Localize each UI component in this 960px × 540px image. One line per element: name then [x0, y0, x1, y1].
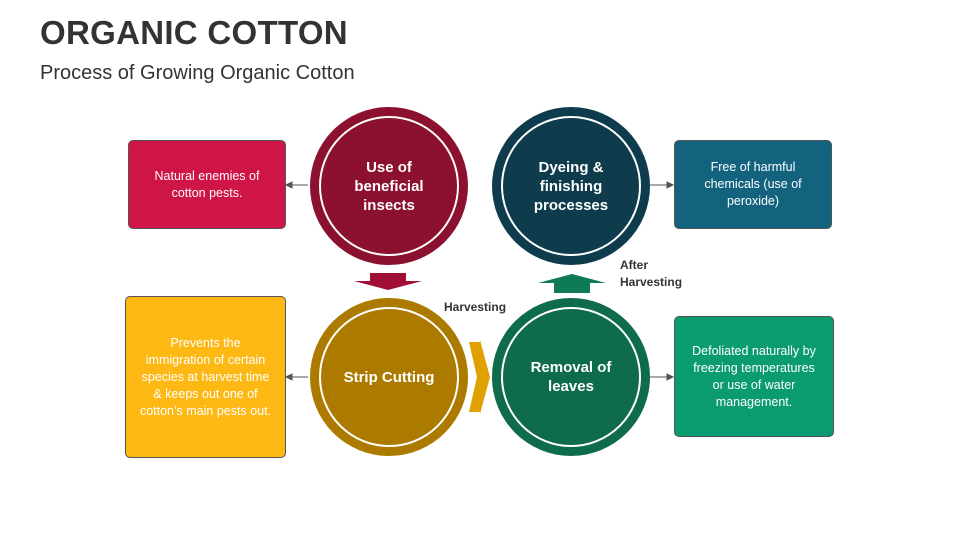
- strip-cutting-label: Strip Cutting: [343, 368, 435, 386]
- beneficial-insects-detail-box: Natural enemies of cotton pests.: [128, 140, 286, 229]
- arrowhead-dyeing: [666, 181, 675, 189]
- after-harvesting-label: After Harvesting: [620, 257, 682, 291]
- strip-cutting-circle: Strip Cutting: [310, 298, 468, 456]
- down-arrow: [354, 273, 422, 290]
- dyeing-detail: Free of harmful chemicals (use of peroxi…: [704, 160, 802, 208]
- harvesting-label: Harvesting: [444, 300, 507, 314]
- strip-cutting-detail: Prevents the immigration of certain spec…: [139, 335, 272, 418]
- arrowhead-beneficial: [284, 181, 293, 189]
- after-harvesting-line1: After: [620, 258, 649, 272]
- removal-circle: Removal of leaves: [492, 298, 650, 456]
- up-arrow: [538, 274, 606, 293]
- right-arrow: [469, 340, 490, 414]
- strip-cutting-detail-box: Prevents the immigration of certain spec…: [125, 296, 286, 458]
- dyeing-circle: Dyeing & finishing processes: [492, 107, 650, 265]
- dyeing-label: Dyeing & finishing processes: [533, 158, 609, 214]
- removal-detail: Defoliated naturally by freezing tempera…: [692, 343, 816, 409]
- beneficial-insects-detail: Natural enemies of cotton pests.: [154, 168, 260, 200]
- dyeing-detail-box: Free of harmful chemicals (use of peroxi…: [674, 140, 832, 229]
- arrowhead-strip: [284, 373, 293, 381]
- removal-label: Removal of leaves: [530, 359, 612, 395]
- beneficial-insects-circle: Use of beneficial insects: [310, 107, 468, 265]
- removal-detail-box: Defoliated naturally by freezing tempera…: [674, 316, 834, 437]
- page-subtitle: Process of Growing Organic Cotton: [40, 62, 355, 84]
- arrowhead-removal: [666, 373, 675, 381]
- beneficial-insects-label: Use of beneficial insects: [354, 158, 424, 214]
- after-harvesting-line2: Harvesting: [620, 275, 683, 289]
- page-title: ORGANIC COTTON: [40, 14, 348, 51]
